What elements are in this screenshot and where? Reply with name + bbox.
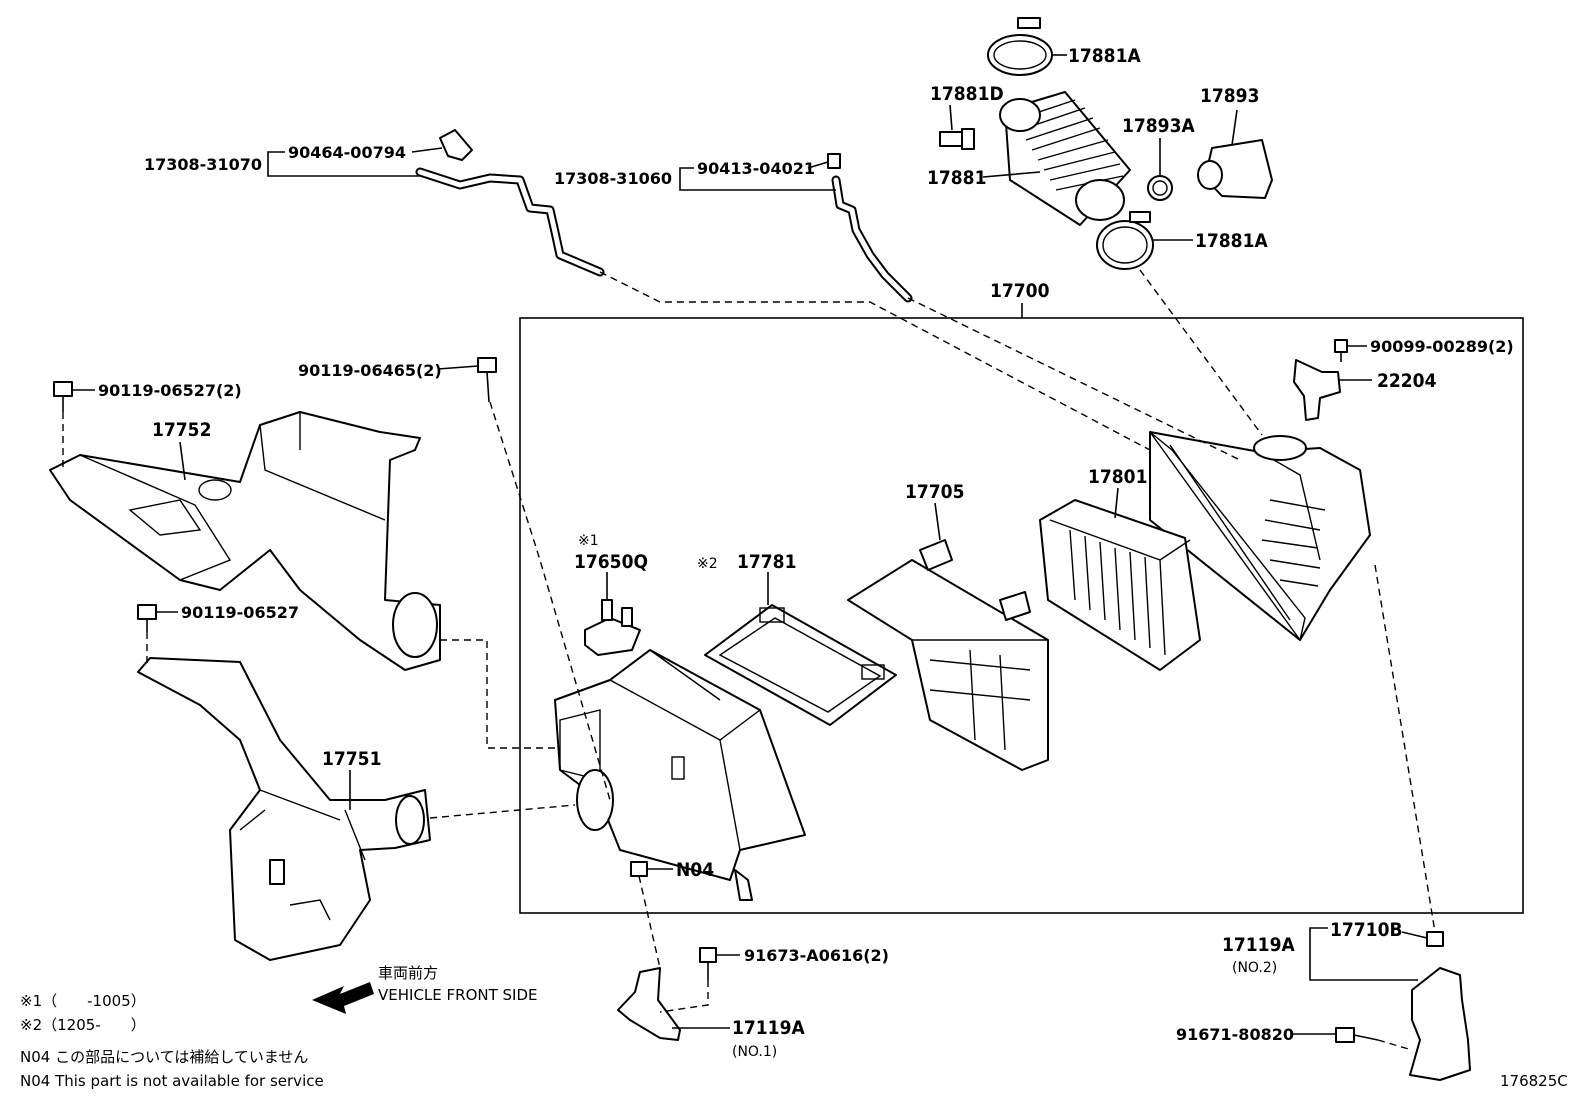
hose-clip-90464-00794 [439,129,473,161]
air-flow-meter-22204 [1293,359,1341,421]
note-2: ※2（1205- ） [20,1016,146,1034]
bracket-17119A-no2 [1309,927,1418,981]
sensor-plug-17881D [939,128,975,150]
label-17119A-no2-sub: (NO.2) [1232,960,1277,976]
leader-90413 [807,161,829,169]
note1-mark: ※1 [578,533,599,549]
label-90413-04021: 90413-04021 [697,159,815,178]
label-17119A-no2: 17119A [1222,934,1295,956]
grommet-17710B [1426,931,1444,947]
label-91671-80820: 91671-80820 [1176,1025,1294,1044]
label-17881A-top: 17881A [1068,45,1141,67]
air-cleaner-cap [1149,431,1371,642]
label-17751: 17751 [322,748,381,770]
vent-hose-17308-31060 [831,175,913,303]
label-17881D: 17881D [930,83,1004,105]
label-17119A-no1: 17119A [732,1017,805,1039]
leader-17881D [949,104,953,131]
filter-element-17801 [1039,499,1201,671]
leader-17893 [1231,109,1238,146]
bracket-17119A-no1 [617,967,681,1041]
note-3: N04 この部品については補給していません [20,1048,308,1066]
label-91673-A0616: 91673-A0616(2) [744,946,889,965]
label-90464-00794: 90464-00794 [288,143,406,162]
label-17119A-no1-sub: (NO.1) [732,1044,777,1060]
label-17781: 17781 [737,551,796,573]
note-1: ※1（ -1005） [20,992,146,1010]
dash-bolt-case [489,401,611,801]
label-17881A-bottom: 17881A [1195,230,1268,252]
clamp-17881A-bottom [1096,211,1154,270]
dash-bolt-bracket2 [1377,1039,1413,1051]
note2-mark: ※2 [697,556,718,572]
bracket-17308-31070 [267,151,420,177]
note-4: N04 This part is not available for servi… [20,1072,324,1090]
air-inlet-17752 [49,411,441,671]
label-90119-06527: 90119-06527 [181,603,299,622]
leader-90119-06465 [437,365,479,370]
bolt-91673-A0616 [699,947,717,980]
air-guide-17705 [847,539,1049,771]
dash-clamp-meter [1139,269,1263,436]
air-inlet-17751 [137,657,431,961]
direction-jp: 車両前方 [378,964,438,982]
label-17650Q: 17650Q [574,551,648,573]
dash-hose-a [599,271,1151,451]
leader-17710B [1401,931,1428,939]
dash-hose-b [907,297,1241,461]
label-90099-00289: 90099-00289(2) [1370,337,1514,356]
dash-grommet-bracket1 [638,875,661,969]
label-17705: 17705 [905,481,964,503]
bolt-90119-06527 [137,604,157,632]
vent-hose-17308-31070 [415,167,605,277]
gasket-17781 [704,604,897,726]
label-17700: 17700 [990,280,1050,302]
dash-inlet752-case [440,639,560,749]
dash-inlet751-case [429,804,576,819]
leader-17881 [982,171,1041,178]
intake-hose-17881 [999,91,1131,226]
label-N04: N04 [676,859,714,881]
grommet-N04 [630,861,648,877]
bracket-17119A-no2 [1409,967,1471,1081]
leader-90464 [411,147,443,153]
bolt-90119-06465 [477,357,497,403]
label-17710B: 17710B [1330,919,1403,941]
direction-en: VEHICLE FRONT SIDE [378,986,538,1004]
leader-17801 [1114,487,1119,519]
figure-id: 176825C [1500,1072,1568,1090]
resonator-17893 [1197,139,1273,199]
dash-case-grommet2 [1374,564,1436,933]
label-90119-06527-2: 90119-06527(2) [98,381,242,400]
label-17308-31070: 17308-31070 [144,155,262,174]
bolt-91671-80820 [1335,1027,1379,1043]
hose-clip-90413-04021 [827,153,841,169]
label-17881: 17881 [927,167,986,189]
bracket-17308-31060 [679,167,836,191]
vehicle-front-arrow-icon [312,982,374,1014]
bolt-90119-06527-2 [53,381,73,412]
label-17893A: 17893A [1122,115,1195,137]
clamp-17881A-top [987,17,1053,76]
dash-bolt-bracket1 [659,980,709,1013]
leader-17705 [934,502,941,541]
screw-90099-00289 [1334,339,1348,362]
label-90119-06465: 90119-06465(2) [298,361,442,380]
label-22204: 22204 [1377,370,1437,392]
vsv-17650Q [584,599,641,656]
label-17752: 17752 [152,419,211,441]
air-cleaner-case [554,649,806,901]
clamp-17893A [1147,175,1173,201]
label-17308-31060: 17308-31060 [554,169,672,188]
label-17893: 17893 [1200,85,1259,107]
leader-17752 [179,441,186,481]
label-17801: 17801 [1088,466,1147,488]
